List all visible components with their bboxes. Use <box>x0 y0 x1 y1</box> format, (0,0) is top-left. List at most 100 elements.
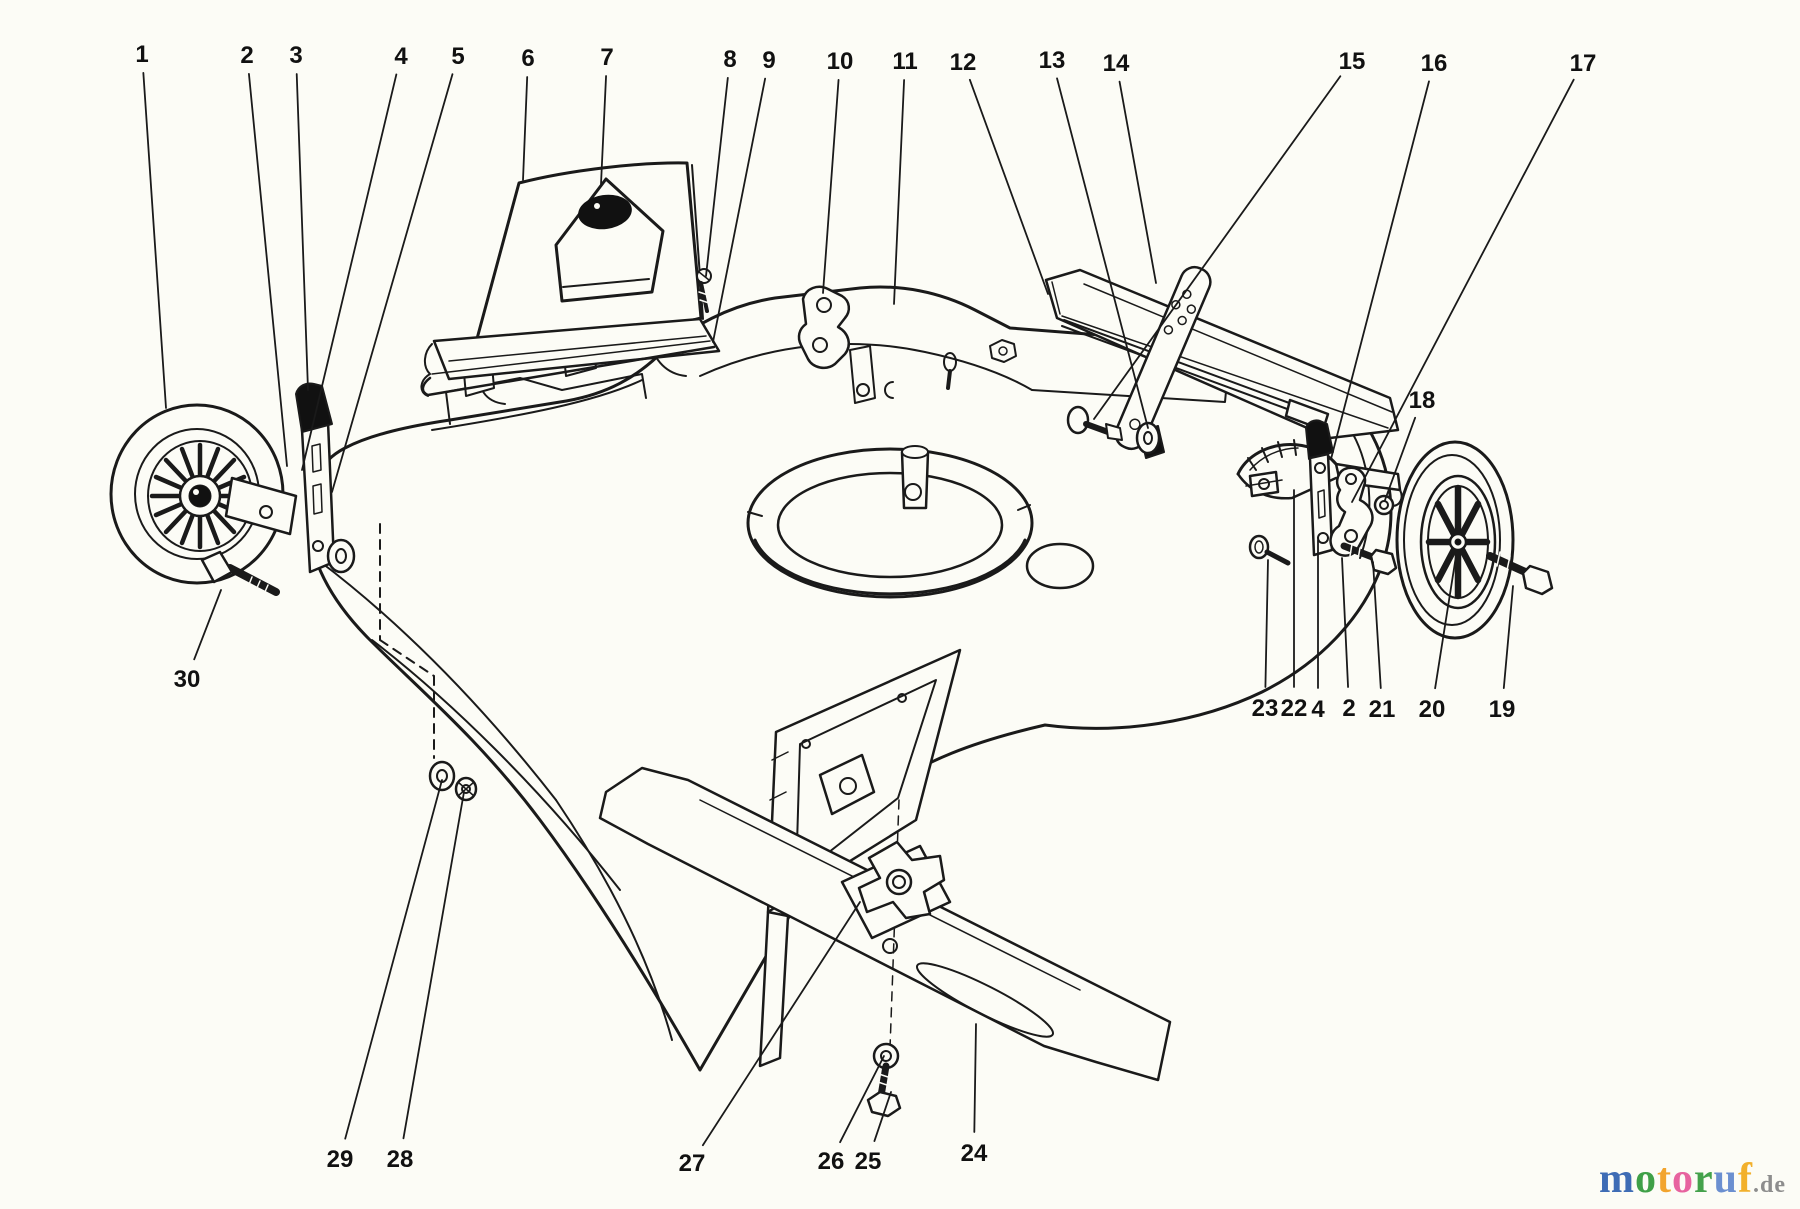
leader-line-4 <box>301 73 398 471</box>
leader-line-12 <box>968 78 1049 295</box>
watermark-word: motoruf <box>1599 1156 1753 1202</box>
callout-1: 1 <box>135 41 148 68</box>
left-wheel <box>109 403 285 585</box>
leader-line-5 <box>331 73 454 493</box>
leader-line-3 <box>295 73 309 391</box>
leader-line-20 <box>1434 555 1457 690</box>
callout-12: 12 <box>950 49 977 76</box>
leader-line-24 <box>973 1023 977 1133</box>
height-adjuster-bracket-right <box>1308 452 1334 557</box>
callout-6: 6 <box>521 45 534 72</box>
watermark-letter: f <box>1738 1156 1753 1202</box>
watermark-letter: m <box>1598 1156 1635 1202</box>
carriage-bolt <box>1066 405 1123 441</box>
callout-21: 21 <box>1369 696 1396 723</box>
leader-line-18 <box>1384 416 1417 501</box>
leader-line-15 <box>1093 75 1342 420</box>
leader-line-9 <box>712 77 767 343</box>
callout-18: 18 <box>1409 387 1436 414</box>
callout-2: 2 <box>240 42 253 69</box>
leader-line-28 <box>402 791 465 1140</box>
callout-15: 15 <box>1339 48 1366 75</box>
callout-10: 10 <box>827 48 854 75</box>
leader-line-1 <box>142 72 167 409</box>
callout-19: 19 <box>1489 696 1516 723</box>
deck-oval-emboss <box>1025 542 1095 590</box>
handle-bracket <box>797 285 851 370</box>
skirt-washer <box>428 760 456 792</box>
callout-11: 11 <box>892 48 917 75</box>
watermark-letter: t <box>1656 1156 1672 1202</box>
leader-line-8 <box>705 76 729 277</box>
callout-8: 8 <box>723 46 736 73</box>
callout-16: 16 <box>1421 50 1448 77</box>
callout-27: 27 <box>679 1150 706 1177</box>
callout-23: 23 <box>1252 695 1279 722</box>
callout-29: 29 <box>327 1146 354 1173</box>
callout-5: 5 <box>451 43 464 70</box>
callout-24: 24 <box>961 1140 988 1167</box>
leader-line-30 <box>193 589 222 661</box>
skirt-nut <box>454 776 478 802</box>
leader-line-23 <box>1264 559 1269 688</box>
callout-14: 14 <box>1103 50 1130 77</box>
pivot-washer-left <box>326 538 356 574</box>
leader-line-26 <box>839 1055 885 1144</box>
callout-3: 3 <box>289 42 302 69</box>
right-wheel <box>1395 440 1515 640</box>
leader-line-14 <box>1118 80 1157 284</box>
callout-4: 4 <box>394 43 408 70</box>
support-rod <box>421 340 716 397</box>
cover-screw <box>696 268 712 313</box>
watermark-letter: u <box>1713 1156 1738 1202</box>
watermark-letter: o <box>1634 1156 1657 1202</box>
flange-bolt-right <box>1248 534 1291 566</box>
deck-housing <box>306 285 1393 1072</box>
callout-13: 13 <box>1039 47 1066 74</box>
leader-line-11 <box>893 79 905 305</box>
callout-25: 25 <box>855 1148 882 1175</box>
blade-adapter <box>840 840 952 940</box>
shoulder-bolt-right <box>1340 542 1398 576</box>
leader-line-2 <box>248 73 288 467</box>
callout-30: 30 <box>174 666 201 693</box>
leader-line-19 <box>1502 585 1514 689</box>
engine-mount-ring <box>746 447 1034 599</box>
callout-26: 26 <box>818 1148 845 1175</box>
leader-line-6 <box>522 76 529 181</box>
leader-line-25 <box>873 1091 892 1142</box>
wheel-adjuster-knob-right <box>1305 419 1334 460</box>
leader-line-27 <box>701 901 861 1147</box>
deck-bracket <box>849 345 894 404</box>
axle-bolt-left <box>200 550 280 596</box>
leader-line-13 <box>1056 77 1149 429</box>
leader-line-7 <box>600 75 607 185</box>
leader-line-29 <box>344 779 443 1140</box>
callout-9: 9 <box>762 47 775 74</box>
leader-line-2 <box>1341 557 1349 688</box>
watermark-logo: motoruf.de <box>1599 1155 1786 1203</box>
leader-line-16 <box>1330 80 1430 460</box>
emblem-logo-oval <box>578 194 632 230</box>
linkage-washer <box>1135 421 1161 455</box>
callout-28: 28 <box>387 1146 414 1173</box>
left-axle-arm <box>224 476 298 536</box>
wheel-adjuster-knob-left <box>295 382 333 433</box>
spindle-post <box>900 445 930 510</box>
leader-line-21 <box>1372 561 1382 689</box>
callout-17: 17 <box>1570 50 1597 77</box>
deck-nut <box>943 339 1017 390</box>
leader-line-17 <box>1351 78 1575 503</box>
watermark-suffix: .de <box>1753 1172 1786 1198</box>
axle-washer-right <box>1373 494 1395 516</box>
watermark-letter: o <box>1671 1156 1694 1202</box>
watermark-letter: r <box>1693 1156 1714 1202</box>
pivot-arm-right <box>1329 466 1374 557</box>
callout-4: 4 <box>1311 696 1325 723</box>
axle-bolt-right <box>1486 551 1554 596</box>
blade-bolt <box>866 1062 902 1118</box>
callout-20: 20 <box>1419 696 1446 723</box>
